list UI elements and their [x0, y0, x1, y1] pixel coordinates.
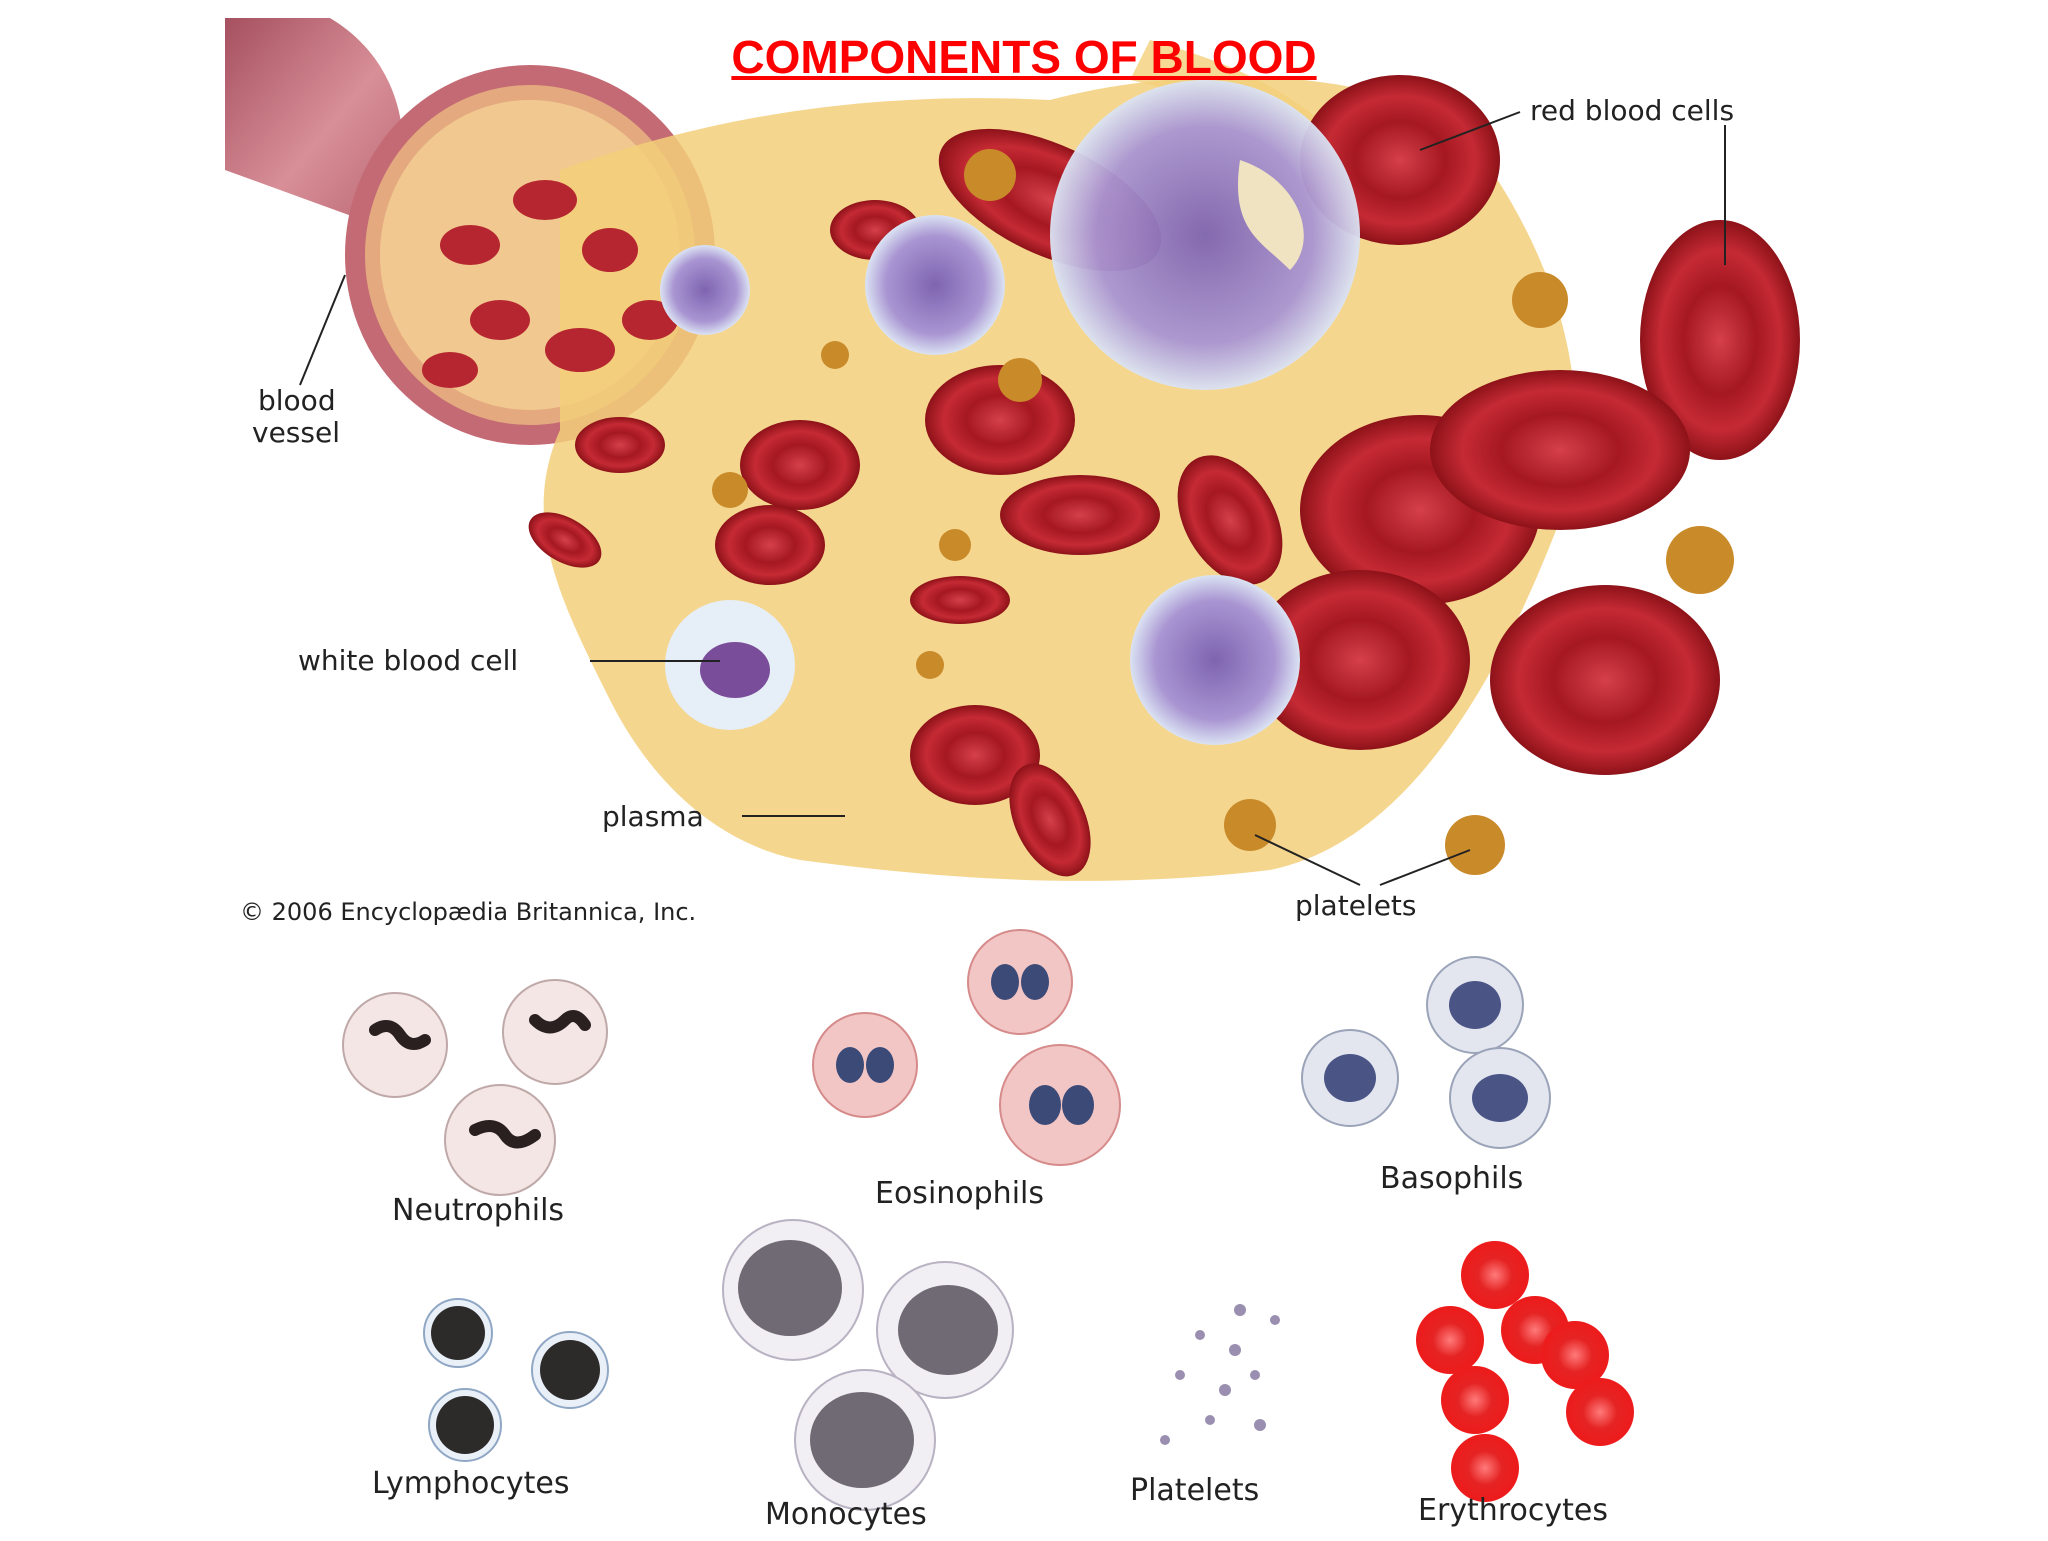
eosinophils-group: [812, 929, 1121, 1166]
neutrophils-group: [342, 979, 608, 1196]
page-title: COMPONENTS OF BLOOD: [731, 31, 1317, 83]
lymphocytes-group: [423, 1298, 609, 1462]
leader-red-blood-cells: [1419, 111, 1521, 151]
label-blood-vessel-line2: vessel: [252, 416, 340, 449]
label-monocytes: Monocytes: [765, 1497, 927, 1532]
label-lymphocytes: Lymphocytes: [372, 1466, 569, 1501]
basophils-group: [1301, 956, 1551, 1149]
copyright-text: © 2006 Encyclopædia Britannica, Inc.: [240, 898, 696, 926]
label-basophils: Basophils: [1380, 1161, 1523, 1196]
label-red-blood-cells: red blood cells: [1530, 94, 1734, 127]
vessel-rbc-group: [422, 180, 678, 388]
label-eosinophils: Eosinophils: [875, 1176, 1044, 1211]
label-blood-vessel-line1: blood: [258, 384, 336, 417]
label-neutrophils: Neutrophils: [392, 1193, 564, 1228]
monocytes-group: [722, 1219, 1014, 1511]
erythrocytes-group: [1416, 1241, 1634, 1502]
label-plasma: plasma: [602, 800, 704, 833]
label-platelets-panel: Platelets: [1130, 1473, 1259, 1508]
blood-vessel: [225, 18, 404, 230]
white-blood-cells-group: [660, 80, 1360, 745]
label-erythrocytes: Erythrocytes: [1418, 1493, 1608, 1528]
leader-blood-vessel: [299, 274, 346, 386]
leader-platelets-1: [1254, 834, 1361, 886]
leader-platelets-2: [1379, 849, 1471, 886]
red-blood-cells-group: [528, 75, 1800, 877]
label-platelets: platelets: [1295, 889, 1417, 922]
label-white-blood-cell: white blood cell: [298, 644, 518, 677]
platelets-group: [1160, 1304, 1280, 1445]
